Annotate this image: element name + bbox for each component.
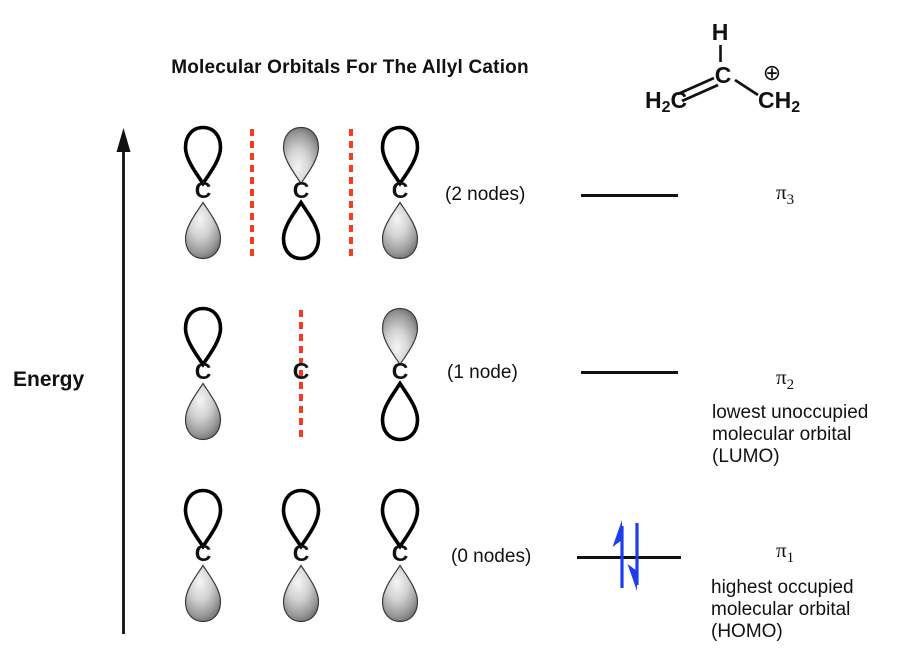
p-orbital-lobe-bottom-shaded xyxy=(282,564,320,623)
energy-level-pi2 xyxy=(581,371,678,374)
carbon-label: C xyxy=(391,177,409,203)
p-orbital-lobe-bottom-white xyxy=(380,380,420,442)
p-orbital-lobe-top-white xyxy=(183,306,223,368)
carbon-label: C xyxy=(194,358,212,384)
carbon-label: C xyxy=(292,177,310,203)
p-orbital-lobe-top-shaded xyxy=(282,126,320,185)
orbital-node-line xyxy=(299,310,303,437)
carbon-label: C xyxy=(194,540,212,566)
electron-pair-arrows xyxy=(612,520,639,591)
allyl-cation-structure: H C ⊕ H2C CH2 xyxy=(645,19,800,116)
pi1-label: π1 xyxy=(776,538,795,567)
orbital-node-line xyxy=(250,129,254,256)
p-orbital-lobe-bottom-shaded xyxy=(381,564,419,623)
nodes-caption-pi2: (1 node) xyxy=(447,362,518,383)
structure-h-label: H xyxy=(712,19,729,45)
carbon-label: C xyxy=(391,358,409,384)
p-orbital-lobe-bottom-shaded xyxy=(381,201,419,260)
double-bond-line-1 xyxy=(677,76,715,96)
p-orbital-lobe-top-white xyxy=(380,488,420,550)
energy-axis-arrow xyxy=(116,128,131,634)
page-title: Molecular Orbitals For The Allyl Cation xyxy=(171,57,529,78)
p-orbital-lobe-top-white xyxy=(183,488,223,550)
structure-h2c-label: H2C xyxy=(645,87,687,116)
p-orbital-lobe-top-white xyxy=(183,125,223,187)
energy-level-pi3 xyxy=(581,194,678,197)
nodes-caption-pi1: (0 nodes) xyxy=(451,546,532,567)
p-orbital-lobe-bottom-shaded xyxy=(184,382,222,441)
carbon-label: C xyxy=(391,540,409,566)
carbon-label: C xyxy=(292,358,310,384)
arrowhead-up-icon xyxy=(116,128,131,152)
electron-down-arrowhead-icon xyxy=(627,564,637,591)
lumo-annotation: lowest unoccupied molecular orbital (LUM… xyxy=(712,402,869,467)
pi3-label: π3 xyxy=(776,180,795,209)
p-orbital-lobe-top-white xyxy=(380,125,420,187)
double-bond-line-2 xyxy=(681,83,719,103)
electron-up-arrowhead-icon xyxy=(612,520,622,547)
p-orbital-lobe-bottom-white xyxy=(281,199,321,261)
carbon-label: C xyxy=(292,540,310,566)
energy-level-pi1 xyxy=(577,556,681,559)
p-orbital-lobe-top-white xyxy=(281,488,321,550)
carbon-label: C xyxy=(194,177,212,203)
homo-annotation: highest occupied molecular orbital (HOMO… xyxy=(711,577,854,642)
p-orbital-lobe-bottom-shaded xyxy=(184,564,222,623)
structure-ch2-label: CH2 xyxy=(758,87,800,116)
plus-charge-icon: ⊕ xyxy=(763,60,781,85)
pi2-label: π2 xyxy=(776,365,795,394)
structure-c-label: C xyxy=(715,62,732,88)
nodes-caption-pi3: (2 nodes) xyxy=(445,184,526,205)
energy-axis-label: Energy xyxy=(13,368,85,391)
c-c-single-bond xyxy=(734,78,759,97)
orbital-node-line xyxy=(348,129,353,256)
p-orbital-lobe-bottom-shaded xyxy=(184,201,222,260)
p-orbital-lobe-top-shaded xyxy=(381,307,419,366)
